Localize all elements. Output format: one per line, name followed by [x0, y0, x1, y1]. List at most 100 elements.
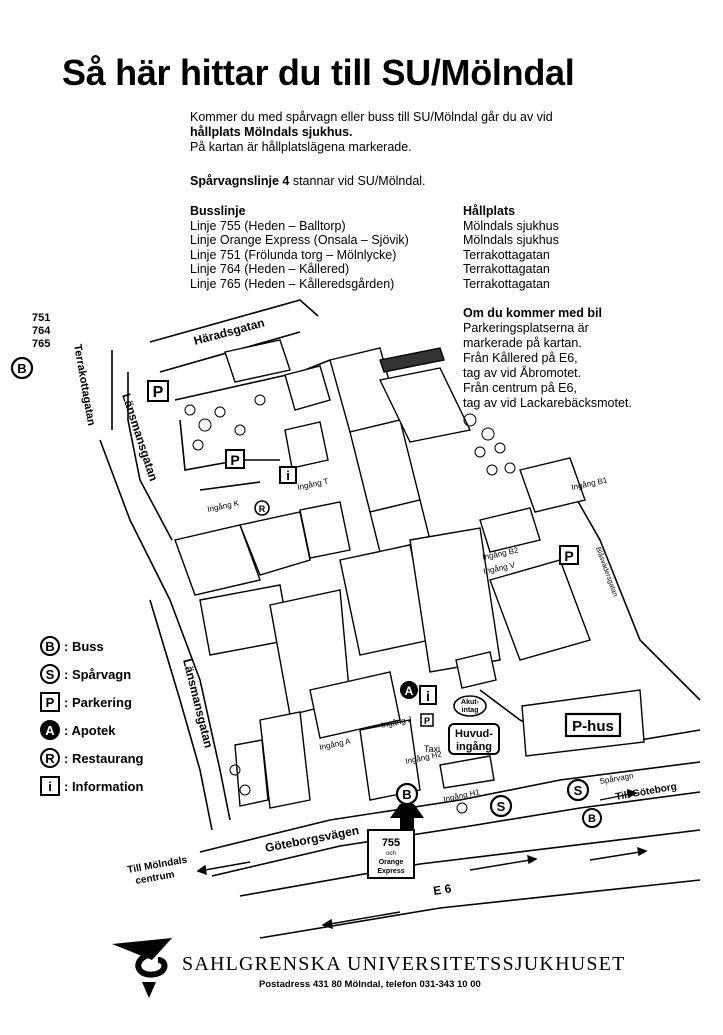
parking-letter: P — [424, 716, 430, 726]
information-icon: i — [40, 776, 60, 796]
bus-stop-column: Hållplats Mölndals sjukhus Mölndals sjuk… — [463, 204, 623, 291]
bus-stop-row: Terrakottagatan — [463, 276, 550, 291]
road-goteborgsvagen — [199, 761, 701, 853]
building — [378, 367, 472, 443]
building — [239, 511, 311, 576]
parking-letter: P — [564, 548, 573, 564]
emergency-line2: intag — [462, 707, 479, 714]
road-e6-edge — [259, 879, 701, 939]
restaurant-letter: R — [259, 504, 266, 514]
building — [174, 524, 261, 596]
info-symbol — [419, 685, 437, 705]
bus-stop-row: Terrakottagatan — [463, 262, 550, 276]
car-line: Från centrum på E6, — [463, 381, 577, 395]
bus-box-orange: Orange — [379, 859, 404, 866]
main-entrance-sign — [448, 723, 500, 755]
intro-text: Kommer du med spårvagn eller buss till S… — [190, 110, 630, 155]
building — [284, 421, 329, 469]
parking-symbol — [225, 449, 245, 469]
legend-label: : Spårvagn — [64, 666, 132, 682]
bus-stop-symbol — [582, 808, 602, 828]
entrance-h1: Ingång H1 — [443, 787, 482, 804]
bus-stop-row: Mölndals sjukhus — [463, 233, 559, 247]
intro-line-2: hållplats Mölndals sjukhus. — [190, 125, 353, 139]
bus-stop-symbol — [10, 356, 34, 380]
road-e6 — [239, 829, 701, 897]
car-line: Parkeringsplatserna är — [463, 321, 589, 335]
tram-icon: S — [40, 664, 60, 684]
bus-line-number: 751 — [32, 312, 51, 324]
road-goteborgsvagen-edge — [211, 791, 701, 877]
campus-path — [179, 419, 280, 471]
legend-label: : Buss — [64, 638, 104, 654]
building — [479, 507, 541, 553]
entrance-a: Ingång A — [319, 736, 352, 752]
building — [359, 719, 421, 801]
bus-line-number: 764 — [32, 325, 51, 337]
building — [309, 671, 401, 739]
intro-line-3: På kartan är hållplatslägena markerade. — [190, 140, 412, 154]
parking-letter: P — [230, 452, 239, 468]
bus-letter: B — [17, 361, 26, 376]
building — [455, 651, 497, 689]
parking-garage-sign — [564, 712, 622, 738]
bus-stop-row: Mölndals sjukhus — [463, 218, 559, 233]
legend-label: : Apotek — [64, 722, 116, 738]
car-line: tag av vid Åbromotet. — [463, 366, 582, 380]
direction-arrows — [196, 788, 648, 930]
bus-line-box — [367, 829, 415, 879]
bus-line-row: Linje 751 (Frölunda torg – Mölnlycke) — [190, 247, 397, 262]
bus-stop-header: Hållplats — [463, 204, 516, 218]
bus-stop-row: Terrakottagatan — [463, 247, 550, 262]
building — [284, 365, 331, 411]
tram-info: Spårvagnslinje 4 stannar vid SU/Mölndal. — [190, 174, 426, 188]
bus-line-header: Busslinje — [190, 204, 246, 218]
bus-letter: B — [402, 787, 411, 802]
legend-tram: S: Spårvagn — [40, 664, 131, 684]
building — [489, 559, 591, 661]
bus-line-column: Busslinje Linje 755 (Heden – Balltorp) L… — [190, 204, 460, 291]
tram-line-name: Spårvagnslinje 4 — [190, 174, 290, 188]
tram-stop-symbol — [566, 778, 590, 802]
legend-label: : Parkering — [64, 694, 132, 710]
sahlgrenska-logo-icon — [112, 938, 172, 998]
bus-icon: B — [40, 636, 60, 656]
tram-letter: S — [497, 799, 506, 814]
campus-path — [199, 481, 261, 491]
tram-stop-symbol — [489, 794, 513, 818]
pharmacy-icon: A — [40, 720, 60, 740]
taxi-parking-symbol — [420, 713, 434, 727]
car-heading: Om du kommer med bil — [463, 306, 602, 320]
street-label-blasvadersgatan: Blåsvädersgatan — [594, 546, 619, 598]
main-entrance-line2: ingång — [456, 741, 492, 753]
bus-lines-terrakottagatan: 751 764 765 — [32, 312, 50, 351]
parking-icon: P — [40, 692, 60, 712]
legend-restaurant: R: Restaurang — [40, 748, 143, 768]
road-blasvadersgatan — [559, 469, 701, 701]
entrance-t: Ingång T — [297, 477, 330, 492]
bus-line-row: Linje 765 (Heden – Kålleredsgården) — [190, 276, 395, 291]
entrance-k: Ingång K — [207, 498, 241, 514]
taxi-label: Taxi — [424, 744, 440, 754]
building-roof — [379, 347, 445, 373]
building — [224, 339, 291, 383]
emergency-line1: Akut- — [461, 699, 480, 706]
street-label-terrakottagatan: Terrakottagatan — [71, 343, 97, 426]
bus-line-row: Linje 755 (Heden – Balltorp) — [190, 218, 346, 233]
organization-name: SAHLGRENSKA UNIVERSITETSSJUKHUSET — [182, 953, 626, 975]
road-lansmansgatan-edge2 — [149, 599, 213, 831]
road-haradsgatan — [149, 299, 319, 343]
page-title: Så här hittar du till SU/Mölndal — [62, 52, 575, 93]
tram-line-rest: stannar vid SU/Mölndal. — [289, 174, 426, 188]
parking-garage-label: P-hus — [572, 718, 614, 735]
road-lansmansgatan — [99, 439, 231, 821]
bus-line-row: Linje 764 (Heden – Kållered) — [190, 262, 350, 276]
emergency-entrance-sign — [453, 695, 487, 717]
restaurant-symbol — [254, 500, 270, 516]
restaurant-icon: R — [40, 748, 60, 768]
info-symbol — [279, 466, 297, 484]
legend-pharmacy: A: Apotek — [40, 720, 116, 740]
bus-box-express: Express — [377, 868, 404, 875]
street-label-lansmansgatan-top: Länsmansgatan — [119, 392, 161, 483]
